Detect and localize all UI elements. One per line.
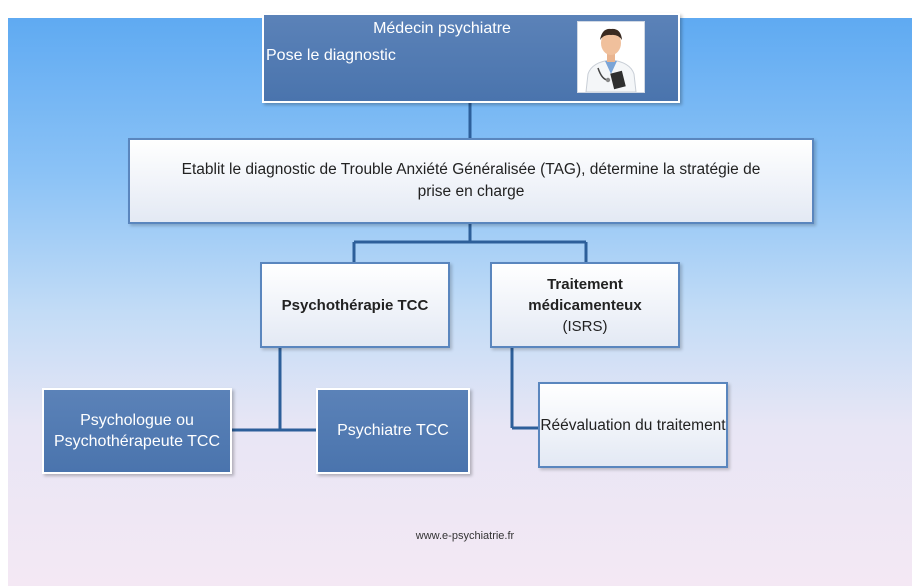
medication-title: Traitement médicamenteux bbox=[528, 275, 642, 314]
medication-subtitle: (ISRS) bbox=[562, 317, 608, 335]
psychiatrist-box: Médecin psychiatre Pose le diagnostic bbox=[262, 13, 680, 103]
reevaluation-box: Réévaluation du traitement bbox=[538, 382, 728, 468]
psychotherapy-label: Psychothérapie TCC bbox=[281, 296, 429, 314]
doctor-illustration-icon bbox=[577, 21, 645, 93]
medication-box: Traitement médicamenteux (ISRS) bbox=[490, 262, 680, 348]
reevaluation-label: Réévaluation du traitement bbox=[540, 416, 726, 434]
diagram-background bbox=[8, 18, 912, 586]
website-url: www.e-psychiatrie.fr bbox=[415, 530, 515, 542]
psychiatrist-tcc-box: Psychiatre TCC bbox=[316, 388, 470, 474]
psychiatrist-tcc-label: Psychiatre TCC bbox=[337, 422, 449, 439]
diagnosis-box: Etablit le diagnostic de Trouble Anxiété… bbox=[128, 138, 814, 224]
diagnosis-text: Etablit le diagnostic de Trouble Anxiété… bbox=[181, 161, 761, 200]
psychiatrist-title: Médecin psychiatre bbox=[373, 20, 511, 37]
psychiatrist-subtitle: Pose le diagnostic bbox=[266, 47, 396, 64]
psychotherapy-box: Psychothérapie TCC bbox=[260, 262, 450, 348]
psychologist-box: Psychologue ou Psychothérapeute TCC bbox=[42, 388, 232, 474]
psychologist-label: Psychologue ou Psychothérapeute TCC bbox=[53, 412, 220, 450]
